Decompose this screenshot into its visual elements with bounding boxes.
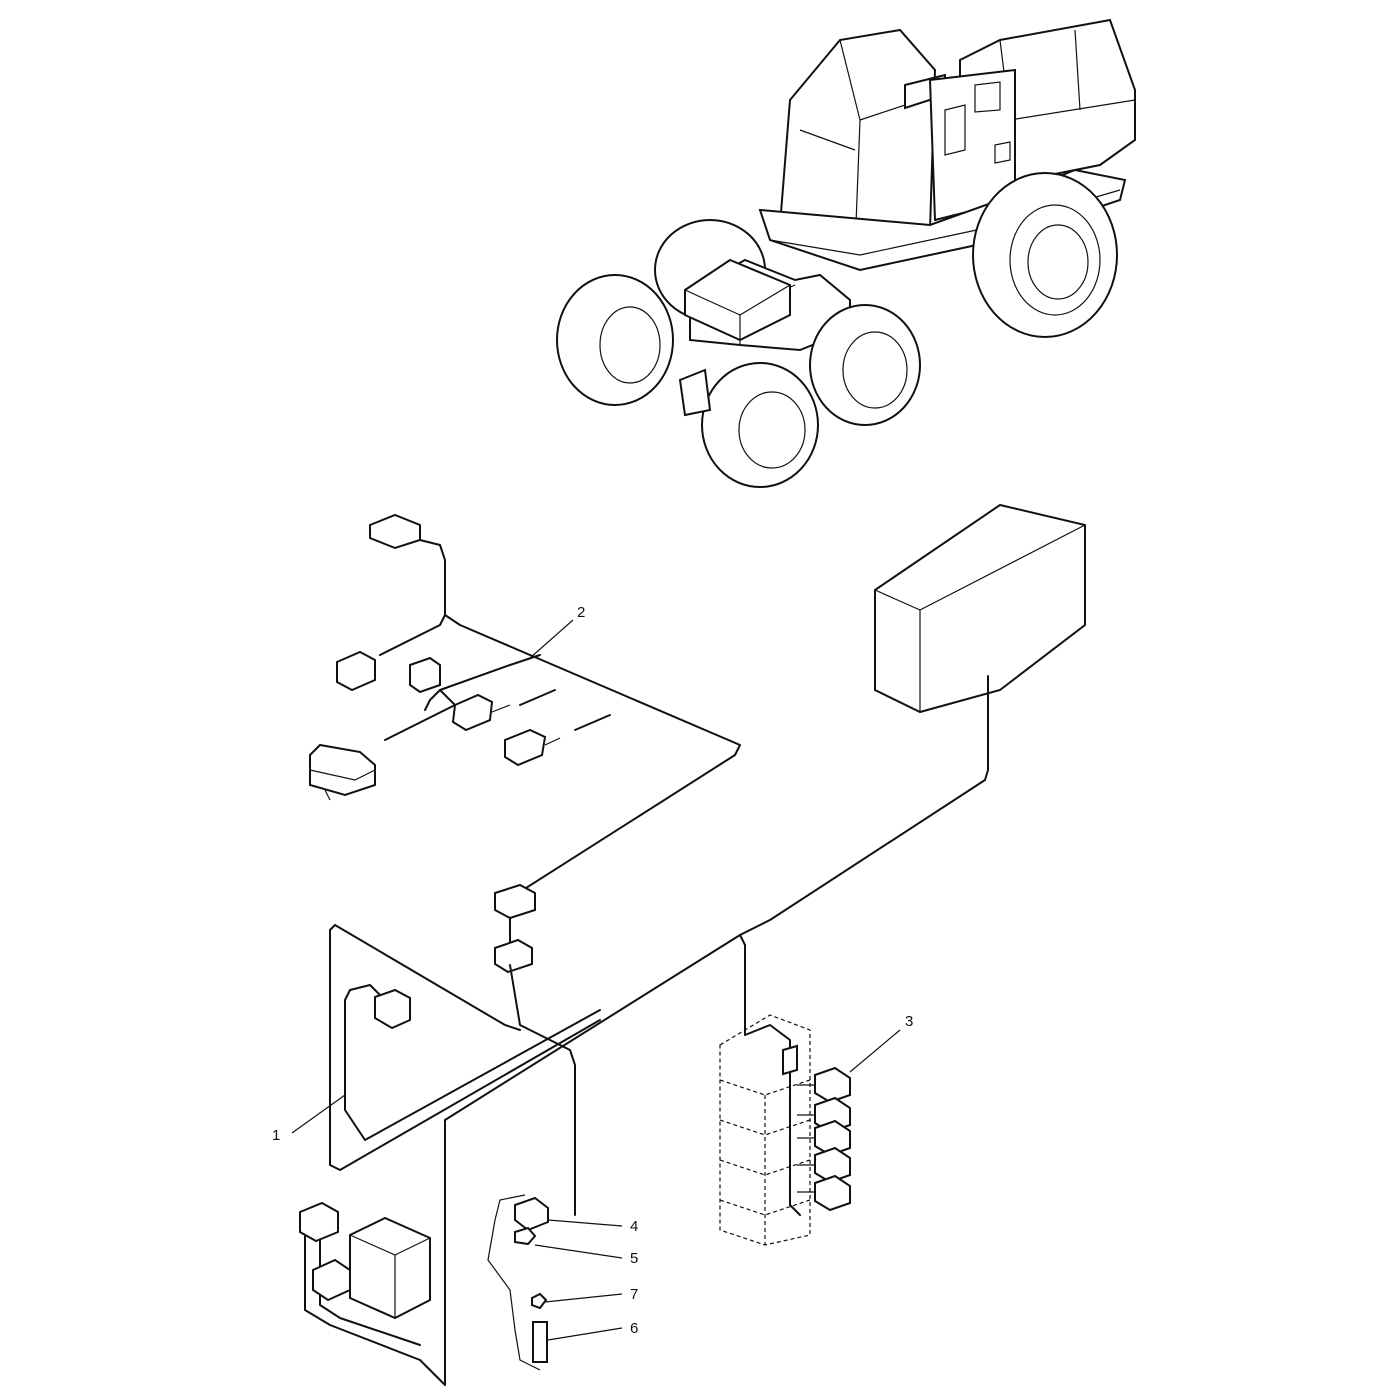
callout-leaders (291, 619, 901, 1341)
callout-5: 5 (630, 1250, 638, 1267)
solenoid-1 (814, 1066, 851, 1104)
cartridge-6 (532, 1321, 548, 1363)
washer-5 (514, 1226, 537, 1246)
callout-6: 6 (630, 1320, 638, 1337)
top-connector (369, 513, 421, 550)
callout-2: 2 (577, 604, 585, 621)
cylinder-sensor-2 (504, 728, 547, 767)
valve-block (349, 1216, 431, 1320)
harness-1-plug (374, 988, 411, 1030)
square-sensor-1 (336, 650, 376, 692)
callout-3: 3 (905, 1013, 913, 1030)
callout-7: 7 (630, 1286, 638, 1303)
detail-components-4-7 (487, 1194, 549, 1371)
harness-2-connector-b (494, 938, 533, 974)
solenoid-3 (814, 1119, 851, 1157)
cylinder-sensor-1 (451, 693, 494, 732)
callout-1: 1 (272, 1127, 280, 1144)
solenoid-2 (814, 1096, 851, 1134)
connector-4 (514, 1196, 549, 1232)
harvester-machine-illustration (556, 18, 1136, 488)
harness-2 (309, 513, 741, 974)
pump-motor (309, 743, 376, 797)
control-unit-box (874, 503, 1086, 714)
harness-1 (299, 675, 989, 1386)
solenoid-4 (814, 1146, 851, 1184)
solenoid-5 (814, 1174, 851, 1212)
square-sensor-2 (409, 656, 441, 694)
callout-4: 4 (630, 1218, 638, 1235)
lower-sensor-2 (312, 1258, 351, 1302)
harness-2-connector-a (494, 883, 536, 920)
washer-7 (531, 1292, 548, 1310)
lower-sensor-1 (299, 1201, 339, 1243)
solenoid-valve-stack-3 (719, 1014, 851, 1246)
